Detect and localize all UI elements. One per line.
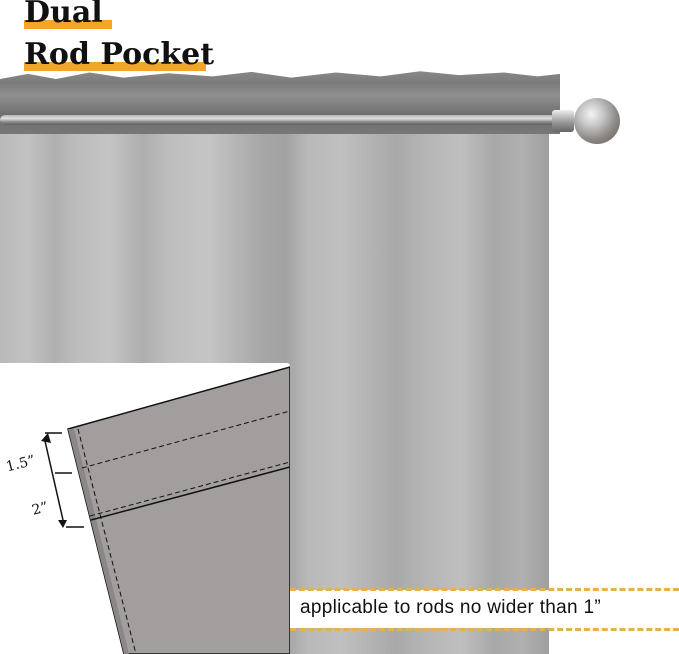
- ball-finial: [574, 98, 620, 144]
- curtain-rod: [0, 115, 565, 125]
- title-line-1: Dual: [24, 0, 112, 30]
- title-line-2: Rod Pocket: [24, 38, 214, 72]
- rod-end-cap: [552, 110, 574, 132]
- note-text: applicable to rods no wider than 1”: [300, 597, 601, 618]
- title-text-rod-pocket: Rod Pocket: [24, 37, 215, 72]
- title-text-dual: Dual: [24, 0, 103, 30]
- pocket-dimension-diagram: 1.5” 2”: [0, 363, 290, 654]
- rod-width-note: applicable to rods no wider than 1”: [290, 586, 679, 632]
- note-band: [290, 590, 679, 628]
- dashed-divider-top: [290, 588, 679, 591]
- curtain-photo: 1.5” 2”: [0, 70, 679, 654]
- fabric-fold-illustration: [41, 366, 290, 654]
- dashed-divider-bottom: [290, 628, 679, 631]
